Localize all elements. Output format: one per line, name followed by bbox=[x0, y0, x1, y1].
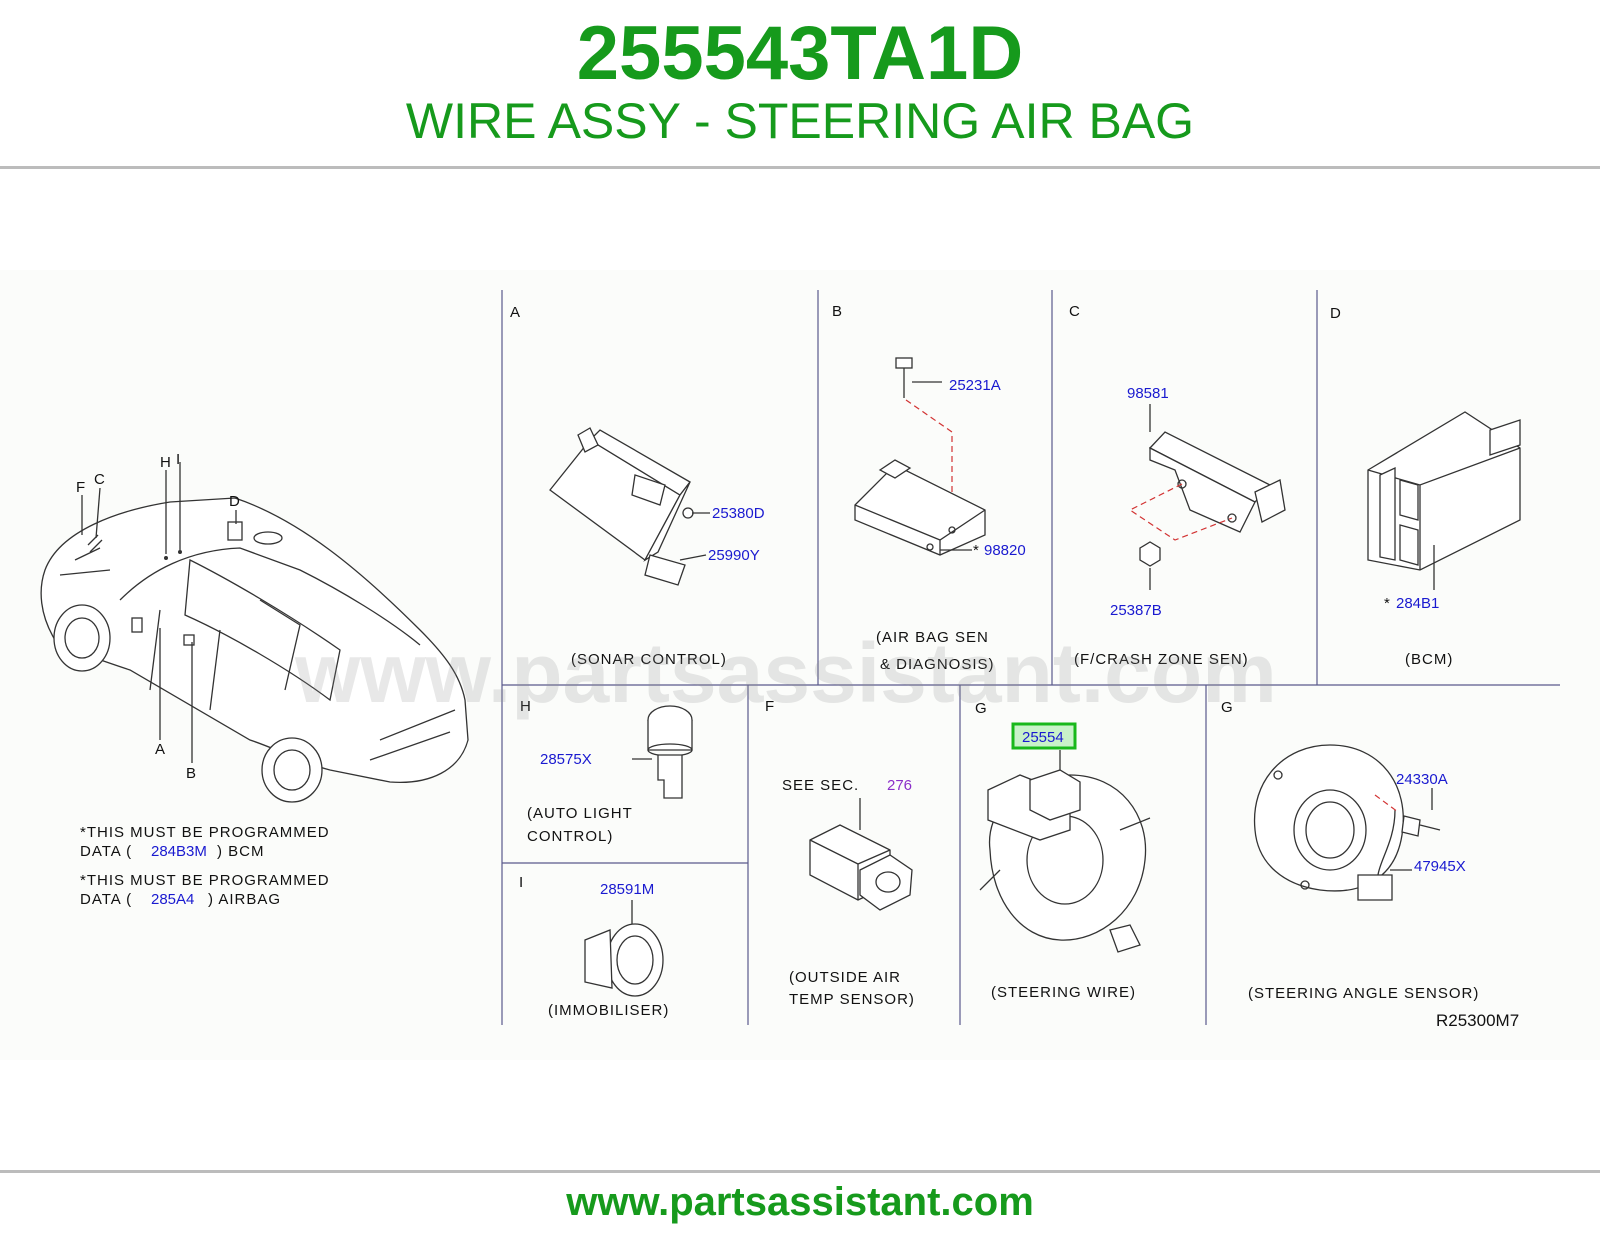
panel-f-see-section: SEE SEC. bbox=[782, 777, 859, 794]
part-link-47945X[interactable]: 47945X bbox=[1414, 858, 1466, 875]
section-link-276[interactable]: 276 bbox=[887, 777, 912, 794]
car-letter-d: D bbox=[229, 493, 241, 510]
panel-d-letter: D bbox=[1330, 305, 1342, 322]
part-link-25380D[interactable]: 25380D bbox=[712, 505, 765, 522]
air-temp-sensor-drawing bbox=[809, 798, 913, 911]
panel-c-letter: C bbox=[1069, 303, 1081, 320]
steering-angle-sensor-drawing bbox=[1253, 744, 1441, 901]
part-link-98820[interactable]: 98820 bbox=[984, 542, 1026, 559]
panel-b-caption-1: (AIR BAG SEN bbox=[876, 629, 989, 646]
panel-g1-caption: (STEERING WIRE) bbox=[991, 984, 1136, 1001]
car-letter-b: B bbox=[186, 765, 197, 782]
footer-divider bbox=[0, 1170, 1600, 1173]
auto-light-sensor-drawing bbox=[632, 705, 693, 799]
part-link-25387B[interactable]: 25387B bbox=[1110, 602, 1162, 619]
panel-c-caption: (F/CRASH ZONE SEN) bbox=[1074, 651, 1249, 668]
panel-i-letter: I bbox=[519, 874, 524, 891]
panel-d-star: * bbox=[1384, 595, 1391, 612]
part-link-25554[interactable]: 25554 bbox=[1022, 729, 1064, 746]
panel-h-letter: H bbox=[520, 698, 532, 715]
panel-grid bbox=[501, 290, 1560, 1025]
program-note-2-prefix: DATA ( bbox=[80, 891, 132, 908]
part-link-28591M[interactable]: 28591M bbox=[600, 881, 654, 898]
panel-b-letter: B bbox=[832, 303, 843, 320]
diagram-svg: .ln { stroke:#333; stroke-width:1.3; fil… bbox=[40, 290, 1560, 1030]
bcm-drawing bbox=[1367, 411, 1521, 590]
panel-g1-letter: G bbox=[975, 700, 988, 717]
part-number-title: 255543TA1D bbox=[576, 11, 1024, 96]
car-letter-f: F bbox=[76, 479, 86, 496]
immobiliser-drawing bbox=[584, 900, 664, 997]
program-note-2-line1: *THIS MUST BE PROGRAMMED bbox=[80, 872, 330, 889]
highlighted-part-box bbox=[1011, 722, 1077, 750]
panel-b-star: * bbox=[973, 542, 980, 559]
part-link-284B3M[interactable]: 284B3M bbox=[151, 843, 207, 860]
watermark: www.partsassistant.com bbox=[294, 626, 1277, 720]
diagram-code: R25300M7 bbox=[1436, 1011, 1519, 1030]
panel-a-caption: (SONAR CONTROL) bbox=[571, 651, 727, 668]
panel-f-caption-1: (OUTSIDE AIR bbox=[789, 969, 901, 986]
car-letter-a: A bbox=[155, 741, 166, 758]
car-letter-i: I bbox=[176, 451, 181, 468]
program-note-1-line1: *THIS MUST BE PROGRAMMED bbox=[80, 824, 330, 841]
part-link-284B1[interactable]: 284B1 bbox=[1396, 595, 1439, 612]
footer-website-link[interactable]: www.partsassistant.com bbox=[566, 1180, 1034, 1224]
program-note-2-suffix: ) AIRBAG bbox=[208, 891, 281, 908]
part-link-98581[interactable]: 98581 bbox=[1127, 385, 1169, 402]
panel-b-caption-2: & DIAGNOSIS) bbox=[880, 656, 995, 673]
panel-g2-letter: G bbox=[1221, 699, 1234, 716]
car-illustration bbox=[40, 462, 469, 803]
part-link-28575X[interactable]: 28575X bbox=[540, 751, 592, 768]
part-link-285A4[interactable]: 285A4 bbox=[151, 891, 194, 908]
car-letter-h: H bbox=[160, 454, 172, 471]
part-link-25231A[interactable]: 25231A bbox=[949, 377, 1001, 394]
airbag-sensor-drawing bbox=[854, 357, 986, 556]
panel-h-caption-2: CONTROL) bbox=[527, 828, 613, 845]
panel-a-letter: A bbox=[510, 304, 521, 321]
part-link-25990Y[interactable]: 25990Y bbox=[708, 547, 760, 564]
part-description: WIRE ASSY - STEERING AIR BAG bbox=[405, 93, 1195, 149]
program-note-1-suffix: ) BCM bbox=[217, 843, 265, 860]
header: 255543TA1D WIRE ASSY - STEERING AIR BAG bbox=[0, 0, 1600, 168]
program-note-1-prefix: DATA ( bbox=[80, 843, 132, 860]
panel-i-caption: (IMMOBILISER) bbox=[548, 1002, 669, 1019]
panel-g2-caption: (STEERING ANGLE SENSOR) bbox=[1248, 985, 1479, 1002]
panel-f-letter: F bbox=[765, 698, 775, 715]
panel-h-caption-1: (AUTO LIGHT bbox=[527, 805, 633, 822]
panel-f-caption-2: TEMP SENSOR) bbox=[789, 991, 915, 1008]
sonar-control-drawing bbox=[549, 427, 710, 586]
car-letter-c: C bbox=[94, 471, 106, 488]
steering-wire-drawing bbox=[979, 750, 1151, 953]
header-divider bbox=[0, 166, 1600, 169]
part-link-24330A[interactable]: 24330A bbox=[1396, 771, 1448, 788]
crash-zone-sensor-drawing bbox=[1128, 404, 1286, 590]
panel-d-caption: (BCM) bbox=[1405, 651, 1453, 668]
parts-diagram: .ln { stroke:#333; stroke-width:1.3; fil… bbox=[0, 270, 1600, 1060]
